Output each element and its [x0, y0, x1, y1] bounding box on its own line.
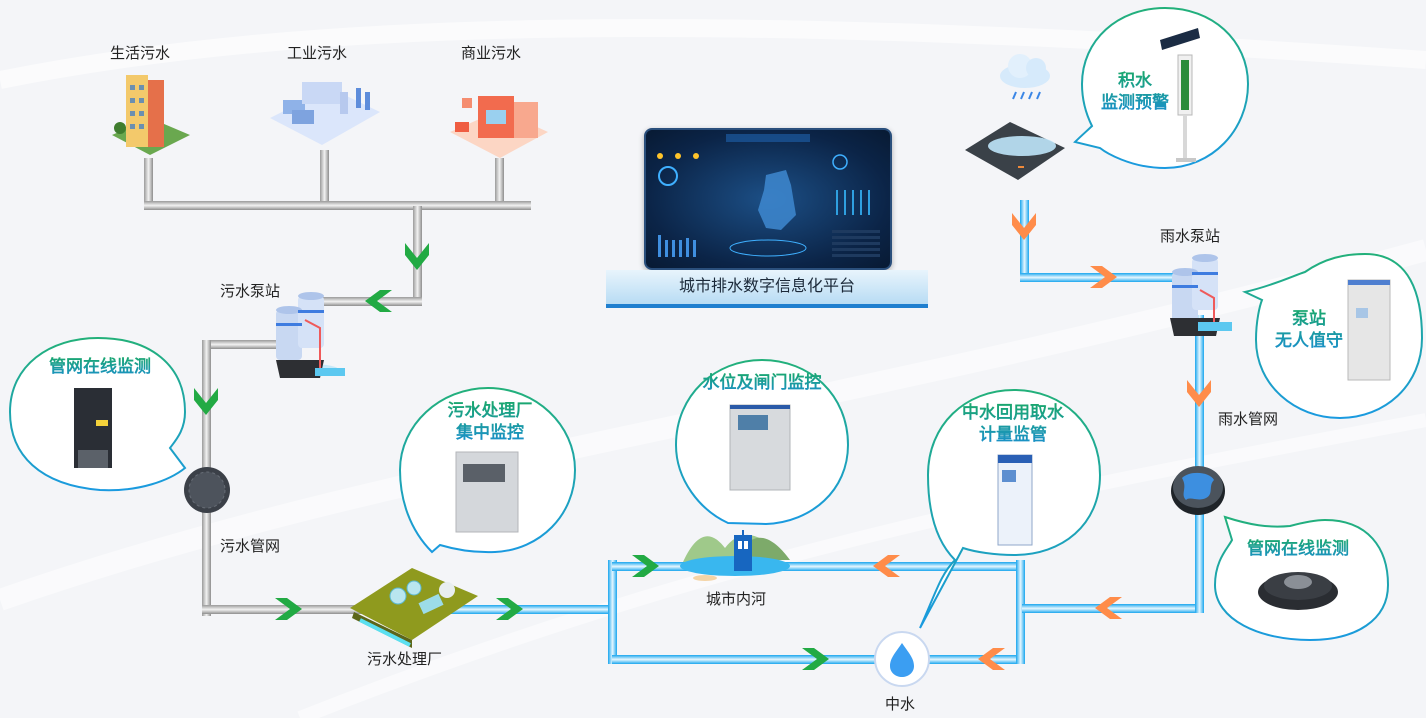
bubble-line: 泵站 [1292, 309, 1326, 329]
arrow-left-icon [873, 555, 900, 577]
arrow-down-icon [1187, 380, 1211, 407]
rain-pump-station-label: 雨水泵站 [1160, 227, 1221, 245]
residential-building-icon [112, 75, 190, 155]
rain-pump-station-icon [1170, 254, 1232, 336]
arrow-down-icon [194, 388, 218, 415]
bubble-line: 积水 [1118, 71, 1152, 91]
bubble-title-rain-network: 管网在线监测 [1238, 538, 1358, 560]
arrow-left-icon [365, 290, 392, 312]
bubble-line: 计量监管 [979, 425, 1047, 445]
bubble-water-level-gate-monitoring [674, 358, 850, 526]
urban-river-label: 城市内河 [706, 590, 767, 608]
dashboard-screen-preview [644, 128, 892, 270]
rain-manhole-icon [1171, 466, 1225, 515]
bubble-title-waterlogging: 积水 监测预警 [1092, 70, 1178, 114]
commercial-store-icon [450, 96, 548, 158]
arrow-right-icon [1090, 266, 1117, 288]
bubble-line: 污水处理厂 [447, 401, 533, 421]
sewage-treatment-plant-icon [350, 568, 478, 648]
sewage-network-label: 污水管网 [220, 537, 281, 555]
bubble-treatment-plant-monitoring [398, 386, 577, 554]
bubble-line: 集中监控 [456, 423, 524, 443]
arrow-left-icon [1095, 597, 1122, 619]
reclaimed-water-label: 中水 [885, 695, 916, 713]
arrow-down-icon [405, 243, 429, 270]
bubble-line: 无人值守 [1275, 331, 1343, 351]
source-label-residential: 生活污水 [110, 44, 171, 62]
arrow-right-icon [496, 598, 523, 620]
bubble-title-water-level-gate: 水位及闸门监控 [692, 372, 832, 394]
arrow-left-icon [978, 648, 1005, 670]
arrow-down-icon [1012, 213, 1036, 240]
arrow-right-icon [802, 648, 829, 670]
industrial-plant-icon [270, 82, 380, 145]
bubble-title-treatment-plant: 污水处理厂 集中监控 [430, 400, 550, 444]
flooded-road-icon [965, 122, 1065, 180]
bubble-title-reclaimed-water: 中水回用取水 计量监管 [950, 402, 1076, 446]
bubble-title-pump-unattended: 泵站 无人值守 [1266, 308, 1352, 352]
bubble-rain-network-monitoring [1213, 515, 1390, 642]
bubble-line: 监测预警 [1101, 93, 1169, 113]
bubble-title-sewage-network: 管网在线监测 [40, 356, 160, 378]
bubble-reclaimed-water-metering [919, 388, 1102, 629]
platform-label: 城市排水数字信息化平台 [606, 270, 928, 308]
bubble-line: 管网在线监测 [49, 357, 151, 377]
source-label-industrial: 工业污水 [287, 44, 348, 62]
arrow-right-icon [632, 555, 659, 577]
bubble-pump-station-unattended [1241, 252, 1424, 420]
sewage-treatment-plant-label: 污水处理厂 [367, 650, 443, 668]
sewage-pump-station-label: 污水泵站 [220, 282, 281, 300]
reclaimed-water-icon [874, 631, 930, 687]
sewage-manhole-icon [184, 467, 230, 513]
sewage-pump-station-icon [276, 292, 345, 378]
bubble-line: 管网在线监测 [1247, 539, 1349, 559]
bubble-waterlogging-warning [1073, 6, 1250, 170]
dashboard-graphic [657, 134, 880, 257]
bubble-line: 中水回用取水 [962, 403, 1064, 423]
flow-arrows [194, 213, 1211, 670]
urban-river-icon [680, 530, 790, 581]
bubble-line: 水位及闸门监控 [702, 373, 822, 393]
source-label-commercial: 商业污水 [461, 44, 522, 62]
rain-cloud-icon [1000, 54, 1050, 100]
bubble-sewage-network-monitoring [8, 336, 187, 492]
rain-network-label: 雨水管网 [1218, 410, 1279, 428]
arrow-right-icon [275, 598, 302, 620]
